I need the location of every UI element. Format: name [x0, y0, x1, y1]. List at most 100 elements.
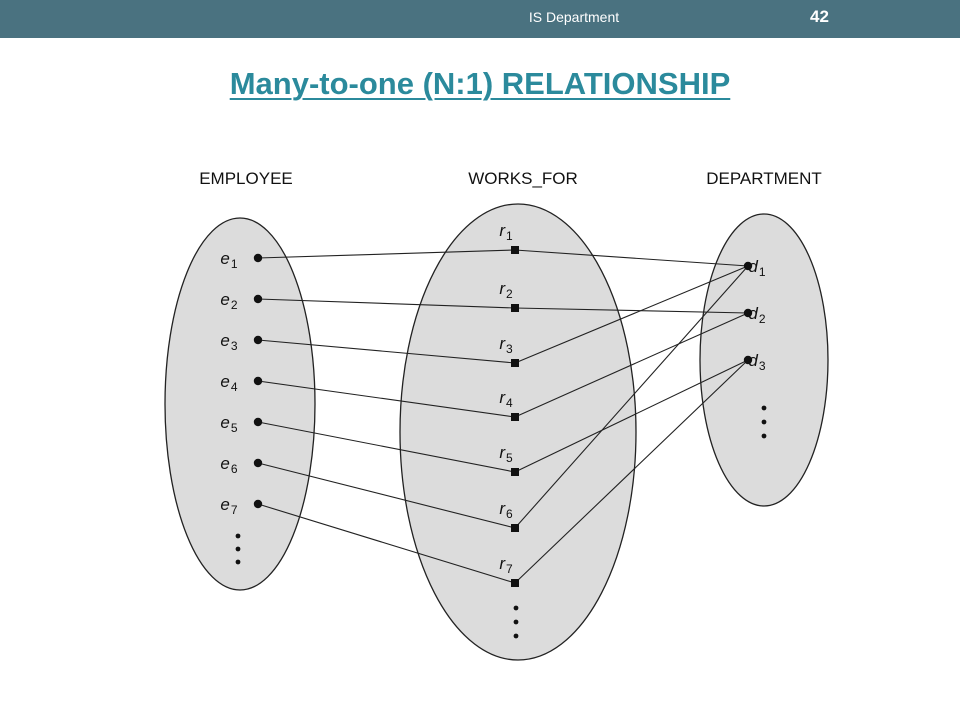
department-continuation-dot: [761, 405, 767, 411]
works-for-node: r1: [499, 221, 519, 254]
node-subscript: 1: [759, 265, 766, 279]
node-dot: [743, 261, 753, 271]
node-letter: d: [748, 257, 758, 276]
works-for-continuation-dot: [513, 605, 519, 611]
node-label: r2: [499, 279, 513, 301]
node-subscript: 3: [231, 339, 238, 353]
employee-node: e1: [220, 249, 263, 271]
node-letter: d: [748, 351, 758, 370]
works-for-continuation-dot: [513, 619, 519, 625]
node-square: [511, 524, 519, 532]
employee-continuation-dot: [235, 546, 241, 552]
works-for-node: r5: [499, 443, 519, 476]
edge-r3-d1: [514, 265, 749, 364]
node-dot: [253, 253, 263, 263]
works-for-set-title: WORKS_FOR: [468, 169, 578, 188]
node-square: [511, 413, 519, 421]
edge-r7-d3: [514, 359, 749, 584]
employee-node: e7: [220, 495, 263, 517]
node-dot: [253, 376, 263, 386]
edge-e4-r4: [257, 380, 516, 418]
node-label: e4: [220, 372, 237, 394]
slide-title-wrap: Many-to-one (N:1) RELATIONSHIP: [0, 66, 960, 102]
works-for-node: r2: [499, 279, 519, 312]
set-ellipses: [164, 203, 829, 661]
edge-r2-d2: [514, 307, 749, 314]
edge-r1-d1: [514, 249, 749, 267]
node-letter: e: [220, 372, 229, 391]
department-continuation-dot: [761, 419, 767, 425]
department-node: d2: [743, 304, 766, 326]
node-subscript: 6: [506, 507, 513, 521]
node-label: e1: [220, 249, 237, 271]
node-label: e2: [220, 290, 237, 312]
node-subscript: 6: [231, 462, 238, 476]
relationship-edges: [257, 249, 749, 584]
edge-r5-d3: [514, 359, 749, 473]
node-letter: e: [220, 290, 229, 309]
employee-node: e6: [220, 454, 263, 476]
header-bar: [0, 0, 960, 38]
node-subscript: 7: [506, 562, 513, 576]
department-set-title: DEPARTMENT: [706, 169, 822, 188]
node-letter: r: [499, 388, 506, 407]
node-label: e5: [220, 413, 237, 435]
node-square: [511, 304, 519, 312]
node-dot: [253, 458, 263, 468]
node-label: r1: [499, 221, 513, 243]
node-label: r4: [499, 388, 513, 410]
node-letter: d: [748, 304, 758, 323]
edge-e7-r7: [257, 503, 516, 584]
node-dot: [743, 308, 753, 318]
node-dot: [743, 355, 753, 365]
employee-node: e3: [220, 331, 263, 353]
node-subscript: 1: [231, 257, 238, 271]
node-letter: r: [499, 554, 506, 573]
edge-e6-r6: [257, 462, 516, 529]
node-letter: e: [220, 454, 229, 473]
edge-e5-r5: [257, 421, 516, 473]
node-label: r3: [499, 334, 513, 356]
node-dot: [253, 417, 263, 427]
node-subscript: 3: [759, 359, 766, 373]
node-subscript: 4: [506, 396, 513, 410]
node-letter: e: [220, 413, 229, 432]
node-letter: r: [499, 221, 506, 240]
node-dot: [253, 335, 263, 345]
node-label: r5: [499, 443, 513, 465]
works-for-node: r6: [499, 499, 519, 532]
employee-node: e4: [220, 372, 263, 394]
works-for-node: r7: [499, 554, 519, 587]
node-square: [511, 246, 519, 254]
node-dot: [253, 499, 263, 509]
node-square: [511, 579, 519, 587]
node-label: d3: [748, 351, 765, 373]
node-subscript: 3: [506, 342, 513, 356]
node-label: d2: [748, 304, 765, 326]
node-letter: r: [499, 499, 506, 518]
node-label: r6: [499, 499, 513, 521]
employee-continuation-dot: [235, 533, 241, 539]
node-letter: r: [499, 279, 506, 298]
node-subscript: 2: [506, 287, 513, 301]
node-label: e3: [220, 331, 237, 353]
node-dot: [253, 294, 263, 304]
node-letter: e: [220, 331, 229, 350]
node-subscript: 7: [231, 503, 238, 517]
node-subscript: 4: [231, 380, 238, 394]
slide-title-link[interactable]: Many-to-one (N:1) RELATIONSHIP: [229, 66, 731, 101]
works-for-node: r3: [499, 334, 519, 367]
edge-e3-r3: [257, 339, 516, 364]
works-for-continuation-dot: [513, 633, 519, 639]
department-set-ellipse: [699, 213, 829, 507]
node-subscript: 2: [231, 298, 238, 312]
department-node: d3: [743, 351, 766, 373]
employee-continuation-dot: [235, 559, 241, 565]
works-for-node: r4: [499, 388, 519, 421]
node-letter: r: [499, 443, 506, 462]
node-letter: e: [220, 249, 229, 268]
edge-e2-r2: [257, 298, 516, 309]
edge-r4-d2: [514, 312, 749, 418]
